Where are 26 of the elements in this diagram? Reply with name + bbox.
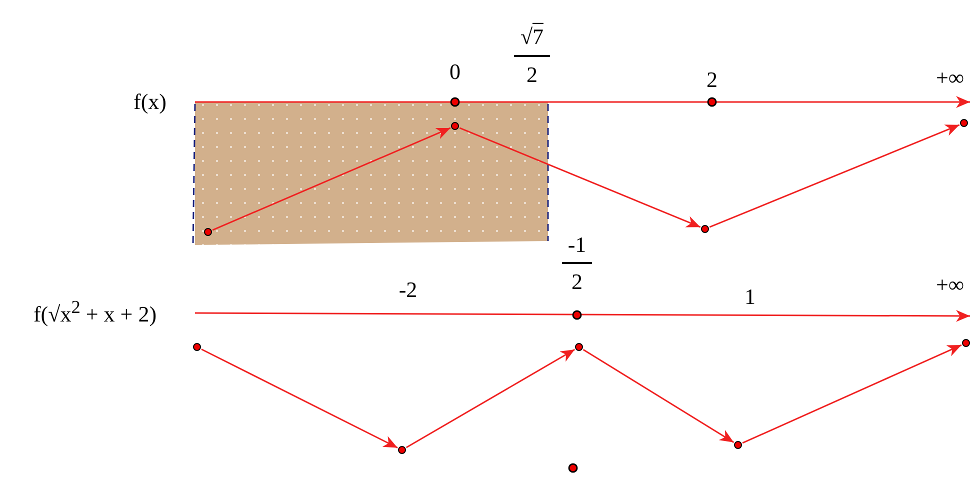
point-marker — [701, 225, 709, 233]
point-marker — [960, 119, 968, 127]
fraction-denominator: 2 — [572, 270, 582, 294]
arrow — [406, 348, 576, 448]
tick-label: 2 — [706, 68, 718, 92]
tick-label: 0 — [450, 60, 460, 84]
arrow — [212, 127, 451, 231]
arrow — [709, 124, 960, 228]
infinity-label: +∞ — [936, 66, 964, 90]
arrow — [742, 344, 962, 444]
infinity-label: +∞ — [936, 272, 964, 298]
fraction-numerator: -1 — [568, 232, 586, 258]
point-marker — [575, 343, 583, 351]
function-label: f(√x$^{2}$ + x + 2) — [33, 297, 157, 327]
function-label: f(x) — [134, 90, 166, 114]
tick-label: -2 — [398, 278, 418, 302]
point-marker — [962, 339, 970, 347]
point-marker — [398, 446, 406, 454]
arrow — [582, 348, 734, 444]
point-marker — [734, 441, 742, 449]
arrow — [201, 348, 398, 448]
point-marker — [193, 343, 201, 351]
fraction-numerator: √7 — [520, 24, 544, 50]
arrow — [459, 127, 701, 228]
tick-label: 1 — [744, 284, 756, 310]
fraction-denominator: 2 — [526, 62, 538, 88]
